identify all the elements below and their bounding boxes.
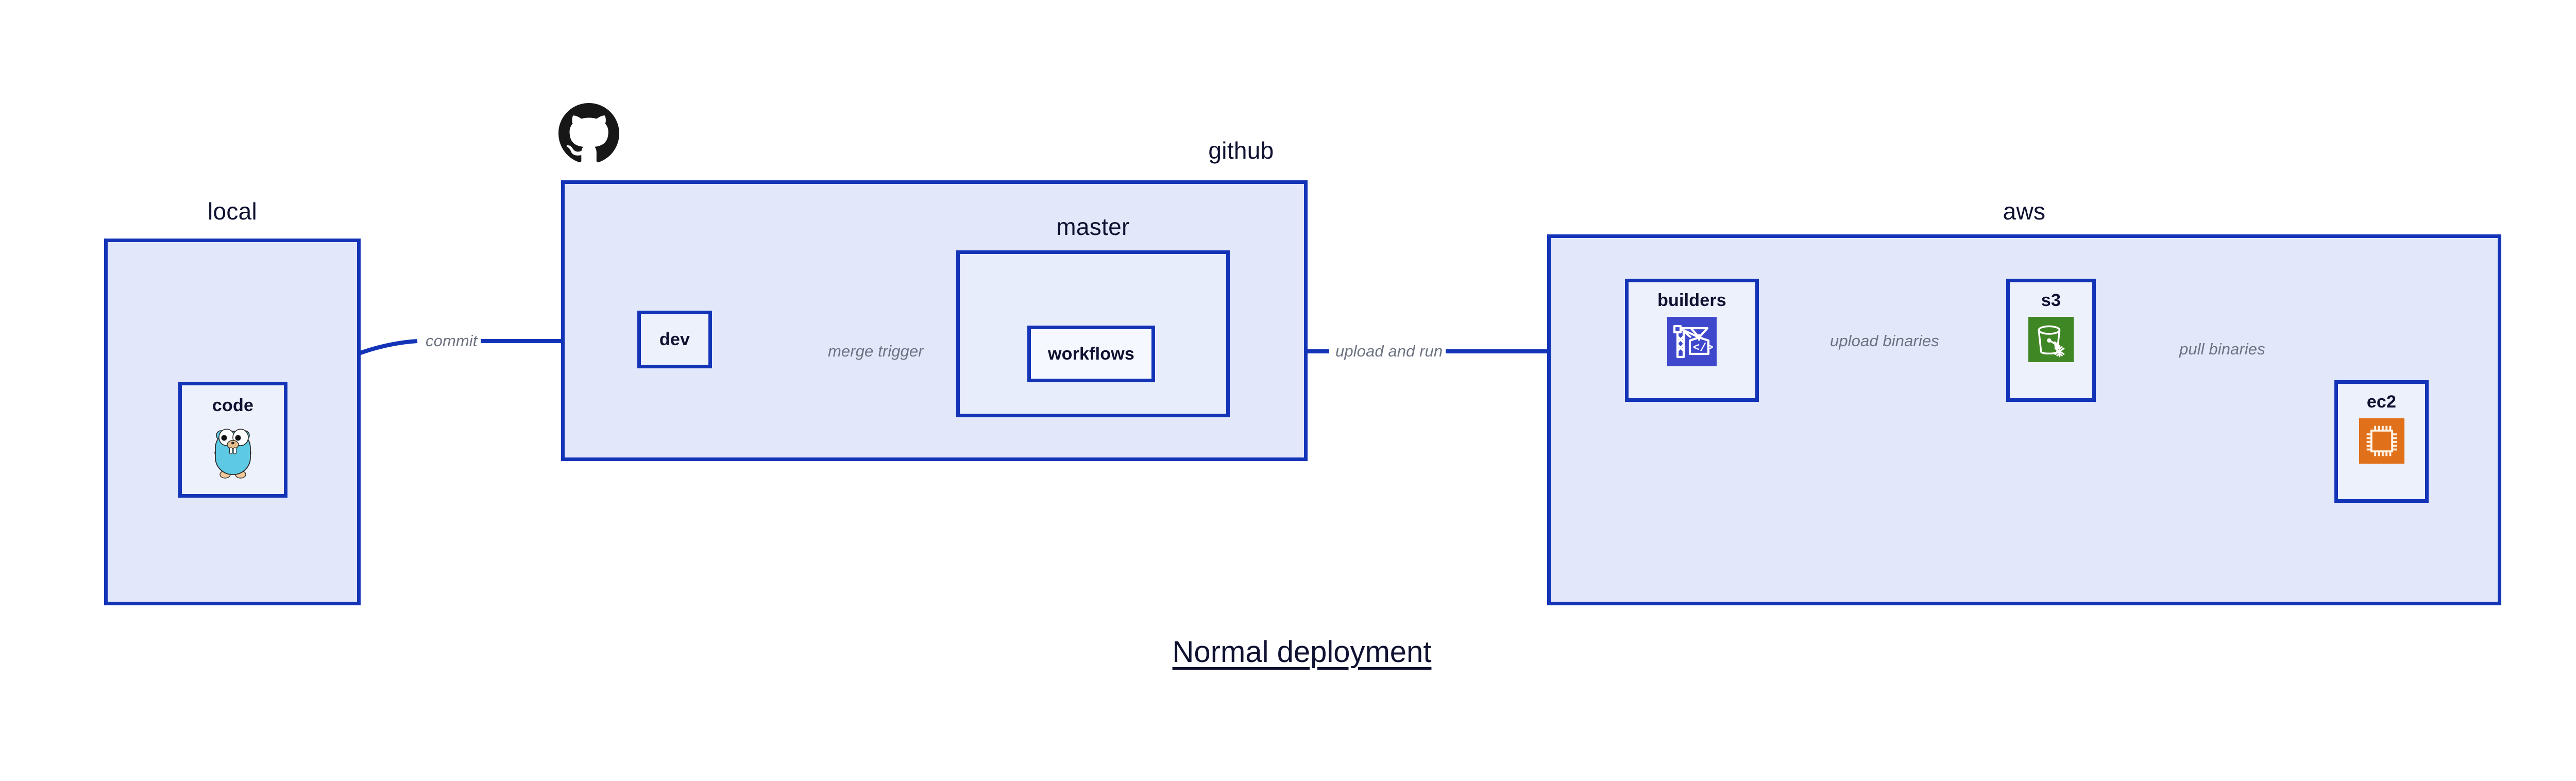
github-mark-icon <box>558 103 619 163</box>
page-title-text: Normal deployment <box>1172 635 1432 669</box>
node-dev[interactable]: dev <box>637 311 712 368</box>
node-label-builders: builders <box>1657 291 1726 310</box>
node-label-dev: dev <box>659 329 690 349</box>
ec2-icon <box>2359 418 2404 464</box>
node-label-s3: s3 <box>2041 291 2061 310</box>
node-ec2[interactable]: ec2 <box>2334 380 2429 503</box>
cluster-label-aws: aws <box>2003 198 2046 225</box>
cluster-label-local: local <box>207 198 258 225</box>
github-logo <box>558 103 619 164</box>
node-code[interactable]: code <box>178 382 287 498</box>
edge-label-merge-trigger: merge trigger <box>825 342 927 361</box>
cluster-label-github: github <box>1208 137 1274 164</box>
page-title: Normal deployment <box>0 635 2576 669</box>
node-label-workflows: workflows <box>1047 344 1135 364</box>
node-workflows[interactable]: workflows <box>1027 326 1155 382</box>
go-gopher-icon <box>208 423 258 480</box>
edge-label-commit: commit <box>422 332 481 350</box>
node-label-ec2: ec2 <box>2366 392 2397 412</box>
svg-text:</>: </> <box>1693 342 1714 354</box>
s3-glacier-icon <box>2028 317 2074 362</box>
edge-label-upload-and-run: upload and run <box>1332 342 1446 361</box>
codebuild-icon: </> <box>1667 317 1717 366</box>
cluster-label-master: master <box>1056 213 1130 240</box>
edge-label-upload-binaries: upload binaries <box>1827 332 1942 350</box>
node-builders[interactable]: builders </> <box>1625 279 1759 402</box>
node-s3[interactable]: s3 <box>2006 279 2096 402</box>
node-label-code: code <box>212 396 254 415</box>
edge-label-pull-binaries: pull binaries <box>2176 340 2268 359</box>
